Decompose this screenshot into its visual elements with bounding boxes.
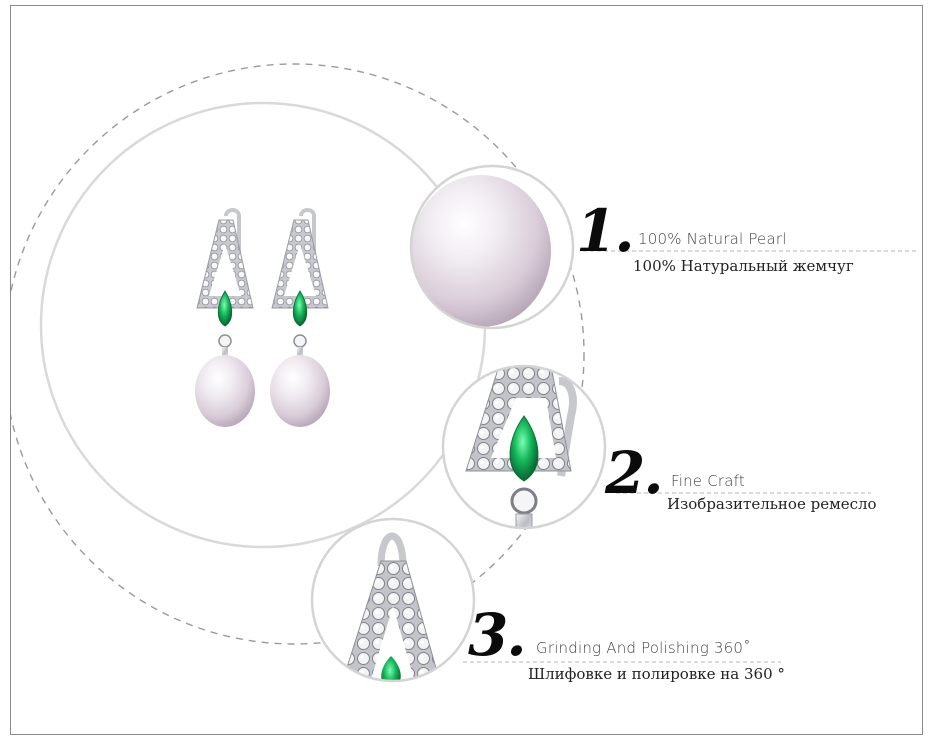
- earrings-product-image: [195, 208, 330, 427]
- feature-3-title-ru: Шлифовке и полировке на 360 °: [528, 665, 785, 683]
- feature-2-title-ru: Изобразительное ремесло: [667, 495, 877, 513]
- inner-ring: [39, 101, 487, 549]
- feature-2-number: 2.: [605, 439, 664, 507]
- hook-closeup-icon: [310, 517, 476, 683]
- feature-1-title-ru: 100% Натуральный жемчуг: [633, 257, 854, 275]
- pearl-closeup-icon: [409, 164, 575, 330]
- feature-3-title-en: Grinding And Polishing 360˚: [536, 639, 751, 657]
- illustration: [11, 63, 916, 683]
- product-feature-banner: 1. 100% Natural Pearl 100% Натуральный ж…: [10, 5, 923, 735]
- feature-1-number: 1.: [576, 197, 635, 265]
- dashed-outer-circle: [11, 63, 585, 645]
- feature-3-number: 3.: [468, 601, 527, 669]
- emerald-setting-closeup-icon: [441, 364, 607, 530]
- feature-1-title-en: 100% Natural Pearl: [638, 230, 787, 248]
- feature-2-title-en: Fine Craft: [671, 472, 745, 490]
